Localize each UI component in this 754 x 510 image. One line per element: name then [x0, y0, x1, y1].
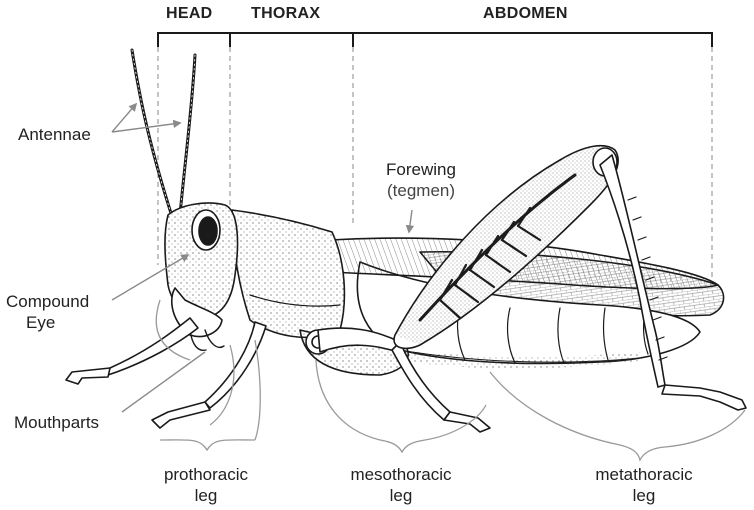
compound-eye-label-line1: Compound [6, 291, 89, 312]
brace-metathoracic [490, 372, 745, 460]
metathoracic-leg-label-line2: leg [580, 485, 708, 506]
forewing-label-main: Forewing [376, 159, 466, 180]
prothoracic-leg-label-line1: prothoracic [148, 464, 264, 485]
grasshopper-illustration [66, 50, 746, 432]
region-thorax-label: THORAX [251, 5, 320, 23]
mesothoracic-leg-label: mesothoracic leg [335, 464, 467, 506]
bracket-abdomen [353, 33, 712, 47]
antennae-label: Antennae [18, 124, 91, 145]
region-head-label: HEAD [166, 5, 213, 23]
forewing-arrow [409, 210, 412, 232]
mesothoracic-leg-label-line1: mesothoracic [335, 464, 467, 485]
mouthparts-label: Mouthparts [14, 412, 99, 433]
compound-eye-label: Compound Eye [6, 291, 89, 333]
region-abdomen-label: ABDOMEN [483, 5, 568, 23]
brace-mesothoracic [316, 360, 486, 452]
antennae-arrow-1 [112, 104, 136, 132]
metathoracic-leg-label: metathoracic leg [580, 464, 708, 506]
region-brackets [158, 33, 712, 47]
forewing-label-sub: (tegmen) [376, 180, 466, 201]
bracket-thorax [230, 33, 353, 47]
prothoracic-leg-label: prothoracic leg [148, 464, 264, 506]
prothoracic-leg-label-line2: leg [148, 485, 264, 506]
metathoracic-leg-label-line1: metathoracic [580, 464, 708, 485]
mesothoracic-leg-label-line2: leg [335, 485, 467, 506]
compound-eye-label-line2: Eye [6, 312, 89, 333]
forewing-label: Forewing (tegmen) [376, 159, 466, 201]
bracket-head [158, 33, 230, 47]
